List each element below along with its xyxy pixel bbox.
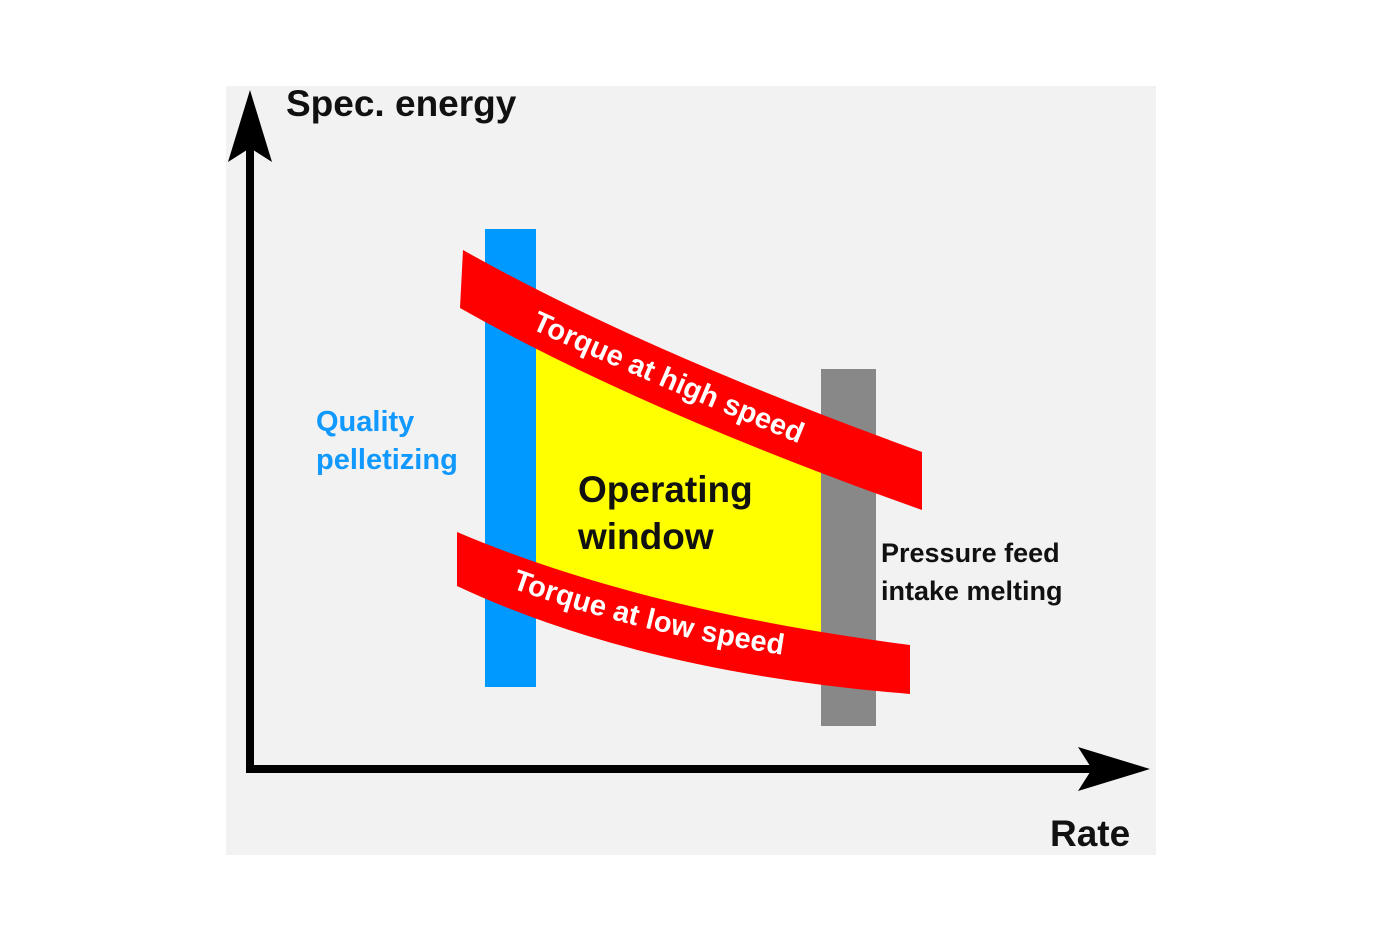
x-axis-arrow-icon [1078,747,1150,791]
pressure-feed-label-line1: Pressure feed [881,538,1060,568]
quality-pelletizing-label-line2: pelletizing [316,444,458,476]
quality-pelletizing-label-line1: Quality [316,406,414,438]
pressure-feed-label-line2: intake melting [881,576,1063,606]
x-axis-label: Rate [1050,813,1130,854]
y-axis-label: Spec. energy [286,83,517,124]
operating-window-label-line1: Operating [578,469,753,510]
y-axis-arrow-icon [228,90,272,162]
high-speed-band [460,250,922,510]
low-speed-band [457,532,910,694]
operating-window-label-line2: window [577,516,714,557]
